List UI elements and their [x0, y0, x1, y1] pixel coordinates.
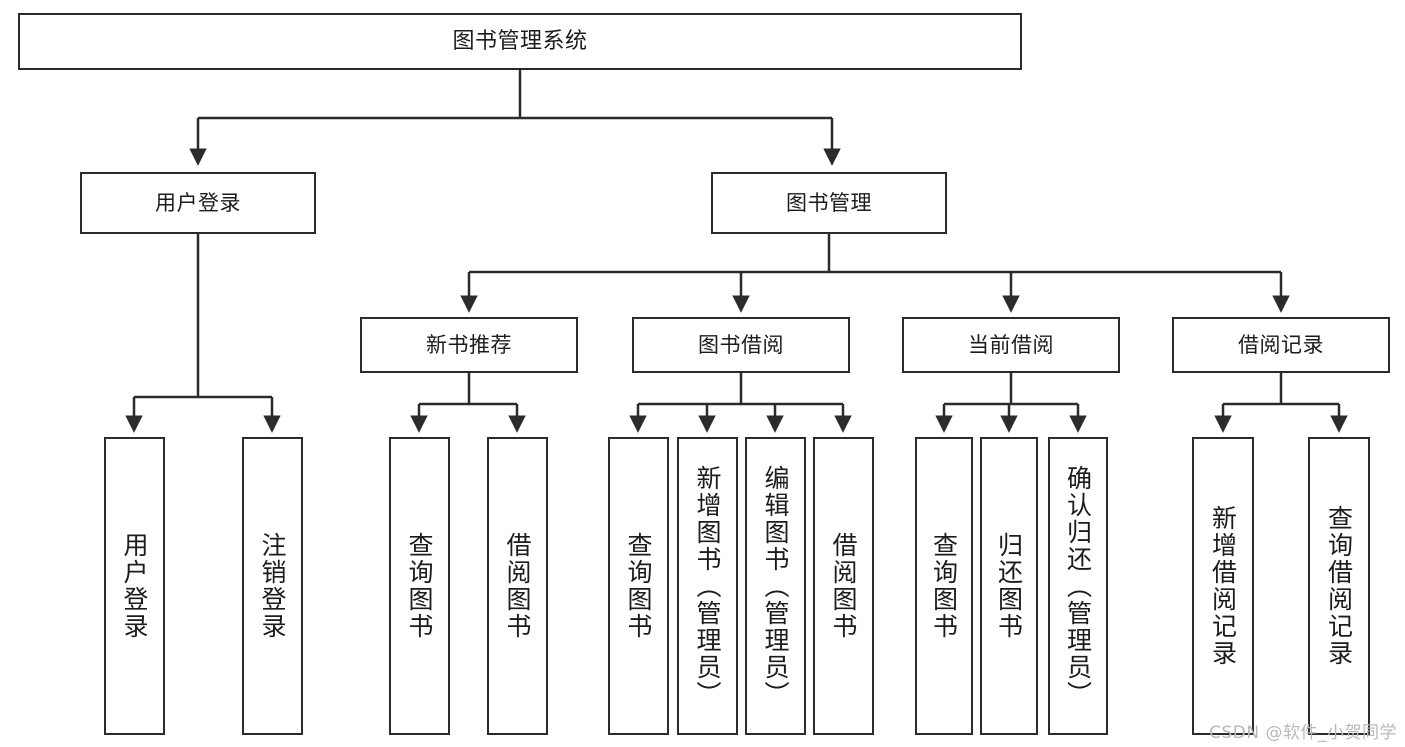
node-leaf-add-record[interactable]: 新增借阅记录 — [1192, 437, 1254, 735]
node-leaf-borrow-book-1-label: 借阅图书 — [503, 532, 532, 640]
node-leaf-borrow-book-2[interactable]: 借阅图书 — [813, 437, 874, 735]
node-leaf-confirm-return-label: 确认归还（管理员） — [1063, 464, 1093, 708]
node-leaf-query-record[interactable]: 查询借阅记录 — [1308, 437, 1370, 735]
node-leaf-query-book-3-label: 查询图书 — [929, 532, 959, 640]
node-borrow-record-label: 借阅记录 — [1238, 332, 1324, 357]
node-leaf-user-login[interactable]: 用户登录 — [104, 437, 165, 735]
node-user-login[interactable]: 用户登录 — [80, 172, 316, 234]
node-leaf-user-logout[interactable]: 注销登录 — [242, 437, 303, 735]
node-leaf-confirm-return[interactable]: 确认归还（管理员） — [1048, 437, 1108, 735]
node-new-book-recommend-label: 新书推荐 — [426, 332, 512, 357]
node-book-borrow[interactable]: 图书借阅 — [632, 317, 850, 373]
node-leaf-borrow-book-2-label: 借阅图书 — [829, 532, 858, 640]
node-leaf-query-book-1[interactable]: 查询图书 — [389, 437, 450, 735]
node-leaf-edit-book[interactable]: 编辑图书（管理员） — [745, 437, 806, 735]
node-new-book-recommend[interactable]: 新书推荐 — [360, 317, 578, 373]
node-leaf-query-book-2[interactable]: 查询图书 — [608, 437, 669, 735]
node-leaf-add-book-label: 新增图书（管理员） — [693, 464, 722, 708]
node-user-login-label: 用户登录 — [155, 190, 241, 215]
node-leaf-user-logout-label: 注销登录 — [258, 532, 287, 640]
node-root[interactable]: 图书管理系统 — [18, 13, 1022, 70]
node-borrow-record[interactable]: 借阅记录 — [1172, 317, 1390, 373]
node-book-manage[interactable]: 图书管理 — [711, 172, 947, 234]
node-leaf-user-login-label: 用户登录 — [120, 532, 149, 640]
node-leaf-return-book-label: 归还图书 — [994, 532, 1024, 640]
node-leaf-return-book[interactable]: 归还图书 — [980, 437, 1038, 735]
node-leaf-query-book-1-label: 查询图书 — [405, 532, 434, 640]
node-leaf-query-record-label: 查询借阅记录 — [1324, 505, 1354, 667]
node-leaf-edit-book-label: 编辑图书（管理员） — [761, 464, 790, 708]
node-current-borrow[interactable]: 当前借阅 — [902, 317, 1120, 373]
node-root-label: 图书管理系统 — [452, 28, 588, 54]
node-leaf-add-record-label: 新增借阅记录 — [1208, 505, 1238, 667]
node-leaf-query-book-2-label: 查询图书 — [624, 532, 653, 640]
node-leaf-add-book[interactable]: 新增图书（管理员） — [677, 437, 738, 735]
node-book-manage-label: 图书管理 — [786, 190, 872, 215]
node-current-borrow-label: 当前借阅 — [968, 332, 1054, 357]
node-book-borrow-label: 图书借阅 — [698, 332, 784, 357]
node-leaf-borrow-book-1[interactable]: 借阅图书 — [487, 437, 548, 735]
node-leaf-query-book-3[interactable]: 查询图书 — [915, 437, 973, 735]
